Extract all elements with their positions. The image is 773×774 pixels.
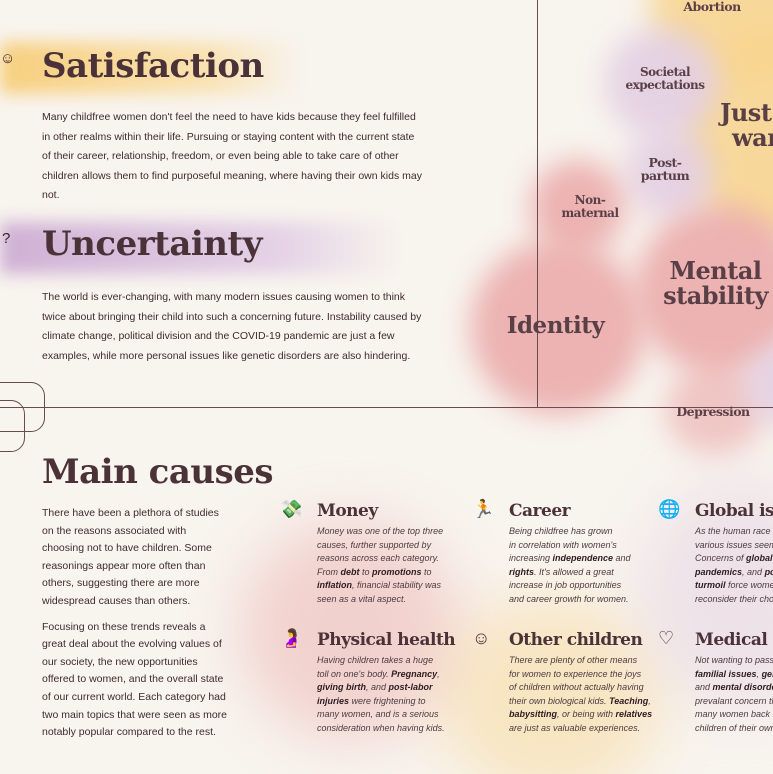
section-title-uncertainty: Uncertainty [42, 224, 262, 264]
label-nonmaternal: Non-maternal [561, 193, 619, 220]
decorative-frame [0, 400, 25, 452]
smile-hand-icon: ☺ [0, 50, 16, 67]
highlight-band [0, 42, 300, 94]
highlight-band [0, 222, 400, 274]
bubble-societal [605, 28, 720, 138]
cause-card-global-issues: 🌐 Global issues As the human race grows,va… [658, 499, 773, 607]
bubble-mental [635, 205, 773, 375]
cause-title: Medical issues [695, 630, 773, 650]
cause-title: Global issues [695, 501, 773, 521]
section-title-satisfaction: Satisfaction [42, 46, 264, 86]
chart-x-axis [0, 407, 773, 408]
bubble-identity [470, 240, 645, 415]
decorative-frame [0, 382, 45, 432]
bubble-postpartum [625, 128, 715, 218]
cause-card-medical-issues: ♡ Medical issuesNot wanting to pass onfam… [658, 628, 773, 736]
cause-description: Not wanting to pass onfamilial issues, g… [695, 655, 773, 733]
section-body-uncertainty: The world is ever-changing, with many mo… [42, 291, 422, 362]
career-icon: 🏃 [472, 499, 495, 519]
bubble-nonmaternal [530, 160, 625, 255]
bg-glow [440, 600, 660, 774]
child-face-icon: ☺ [472, 628, 491, 648]
label-depression: Depression [676, 404, 750, 419]
intro-paragraph: Focusing on these trends reveals a great… [42, 620, 228, 739]
intro-paragraph: There have been a plethora of studies on… [42, 507, 219, 607]
globe-warning-icon: 🌐 [658, 499, 681, 519]
label-postpartum: Post-partum [640, 155, 690, 184]
label-identity: Identity [506, 312, 605, 339]
cause-title: Physical health [317, 630, 456, 650]
bg-glow [240, 520, 460, 740]
cause-title: Money [317, 501, 378, 521]
chart-y-axis [537, 0, 538, 407]
cause-title: Career [509, 501, 571, 521]
money-icon: 💸 [280, 499, 303, 519]
label-abortion: Abortion [683, 0, 741, 14]
broken-heart-icon: ♡ [658, 628, 675, 648]
main-causes-title: Main causes [42, 452, 274, 492]
question-hand-icon: ? [2, 230, 11, 247]
cause-title: Other children [509, 630, 643, 650]
cause-description: As the human race grows,various issues s… [695, 526, 773, 604]
section-body-satisfaction: Many childfree women don't feel the need… [42, 111, 422, 201]
main-causes-intro: There have been a plethora of studies on… [42, 505, 227, 750]
body-icon: 🤰 [280, 628, 303, 648]
